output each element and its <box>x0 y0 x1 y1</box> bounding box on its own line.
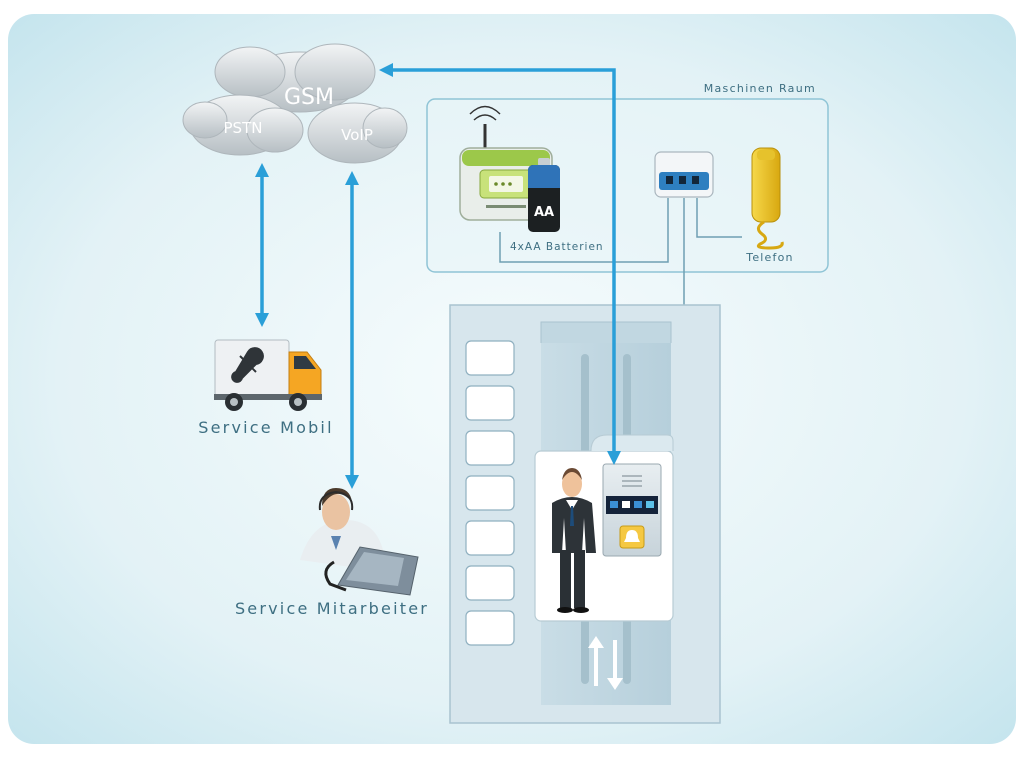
machine-room-title: Maschinen Raum <box>704 82 816 95</box>
service-mobil-label: Service Mobil <box>198 418 333 437</box>
businessman-icon <box>552 468 596 613</box>
floor-doors <box>465 340 515 646</box>
service-agent-icon <box>300 488 419 596</box>
battery-icon <box>528 158 560 232</box>
voip-label: VoIP <box>341 126 373 144</box>
service-staff-label: Service Mitarbeiter <box>235 599 429 618</box>
service-truck-icon <box>214 339 322 411</box>
pstn-label: PSTN <box>224 119 263 137</box>
battery-mark: AA <box>534 205 554 220</box>
battery-label: 4xAA Batterien <box>510 241 604 253</box>
emergency-call-panel-icon <box>602 463 662 557</box>
gsm-elevator-arrow <box>379 63 621 465</box>
yellow-phone-icon <box>751 147 784 250</box>
gsm-label: GSM <box>284 85 334 110</box>
phone-label: Telefon <box>745 251 793 264</box>
junction-box-icon <box>654 151 714 198</box>
up-down-arrows-icon <box>588 636 623 690</box>
phone-wire <box>696 198 742 238</box>
